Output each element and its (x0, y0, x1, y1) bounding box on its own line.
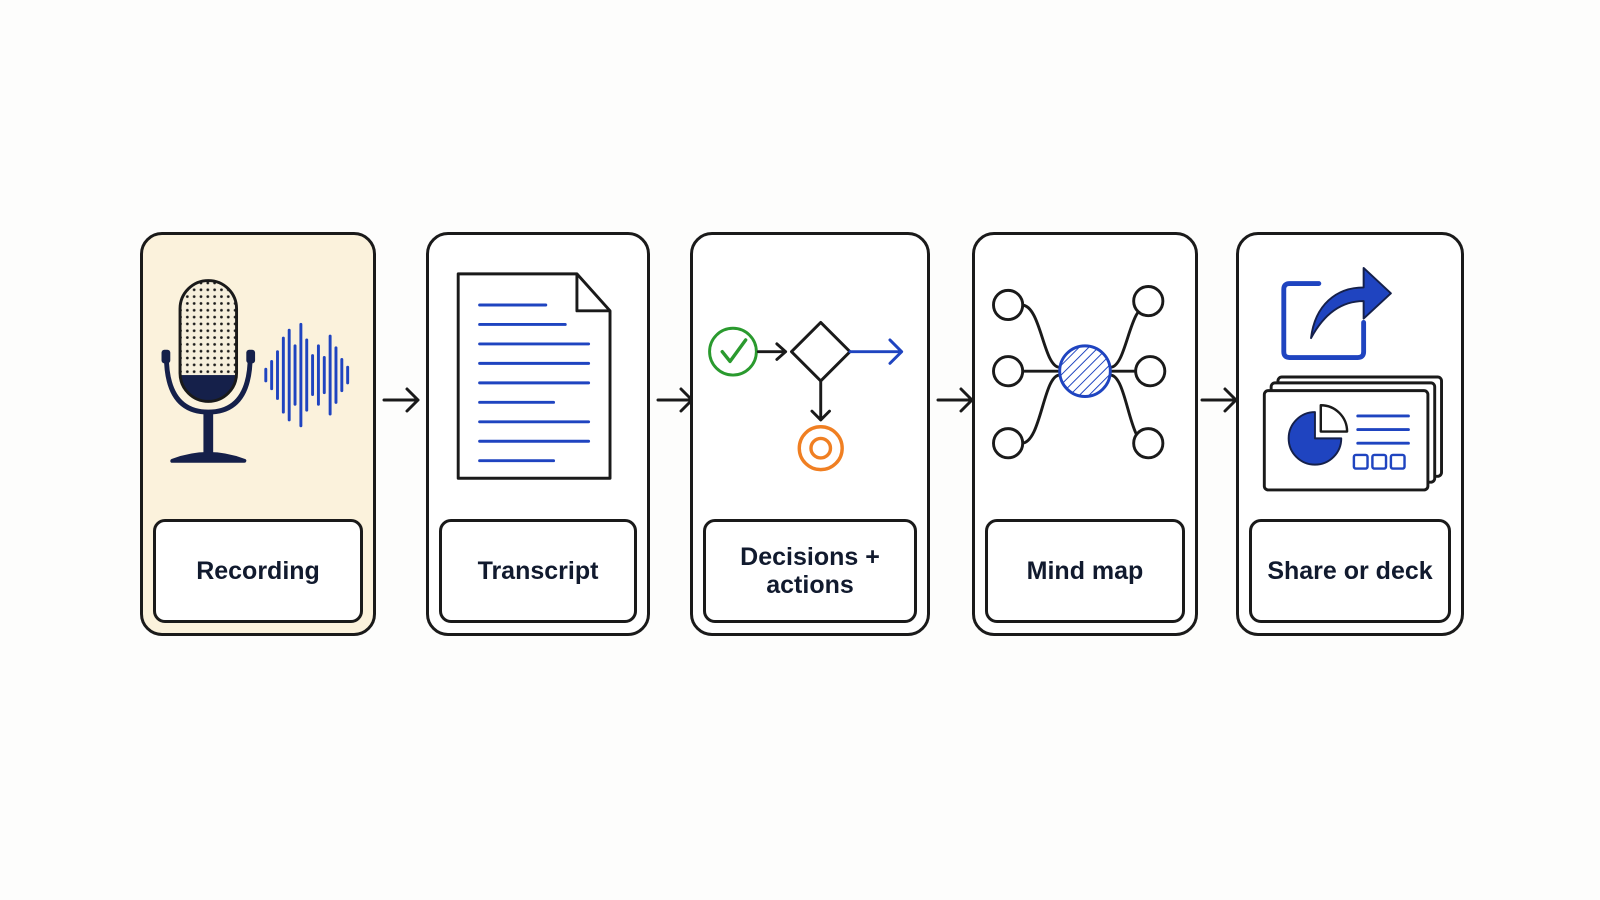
share-deck-icon (1239, 235, 1461, 520)
decision-flow-icon (693, 235, 927, 520)
step-label: Transcript (477, 557, 599, 585)
step-card-share-deck: Share or deck (1236, 232, 1464, 636)
arrow-right-icon (380, 380, 424, 420)
step-label-box: Transcript (439, 519, 637, 623)
step-label: Mind map (1026, 557, 1144, 585)
mind-map-icon (975, 235, 1195, 520)
step-card-decisions: Decisions + actions (690, 232, 930, 636)
step-label: Share or deck (1267, 557, 1433, 585)
step-card-transcript: Transcript (426, 232, 650, 636)
step-label-box: Share or deck (1249, 519, 1451, 623)
step-label-box: Mind map (985, 519, 1185, 623)
step-label-box: Decisions + actions (703, 519, 917, 623)
microphone-waveform-icon (143, 235, 373, 520)
step-label-box: Recording (153, 519, 363, 623)
step-label: Decisions + actions (740, 543, 880, 599)
step-card-recording: Recording (140, 232, 376, 636)
step-label: Recording (196, 557, 320, 585)
step-card-mind-map: Mind map (972, 232, 1198, 636)
document-lines-icon (429, 235, 647, 520)
